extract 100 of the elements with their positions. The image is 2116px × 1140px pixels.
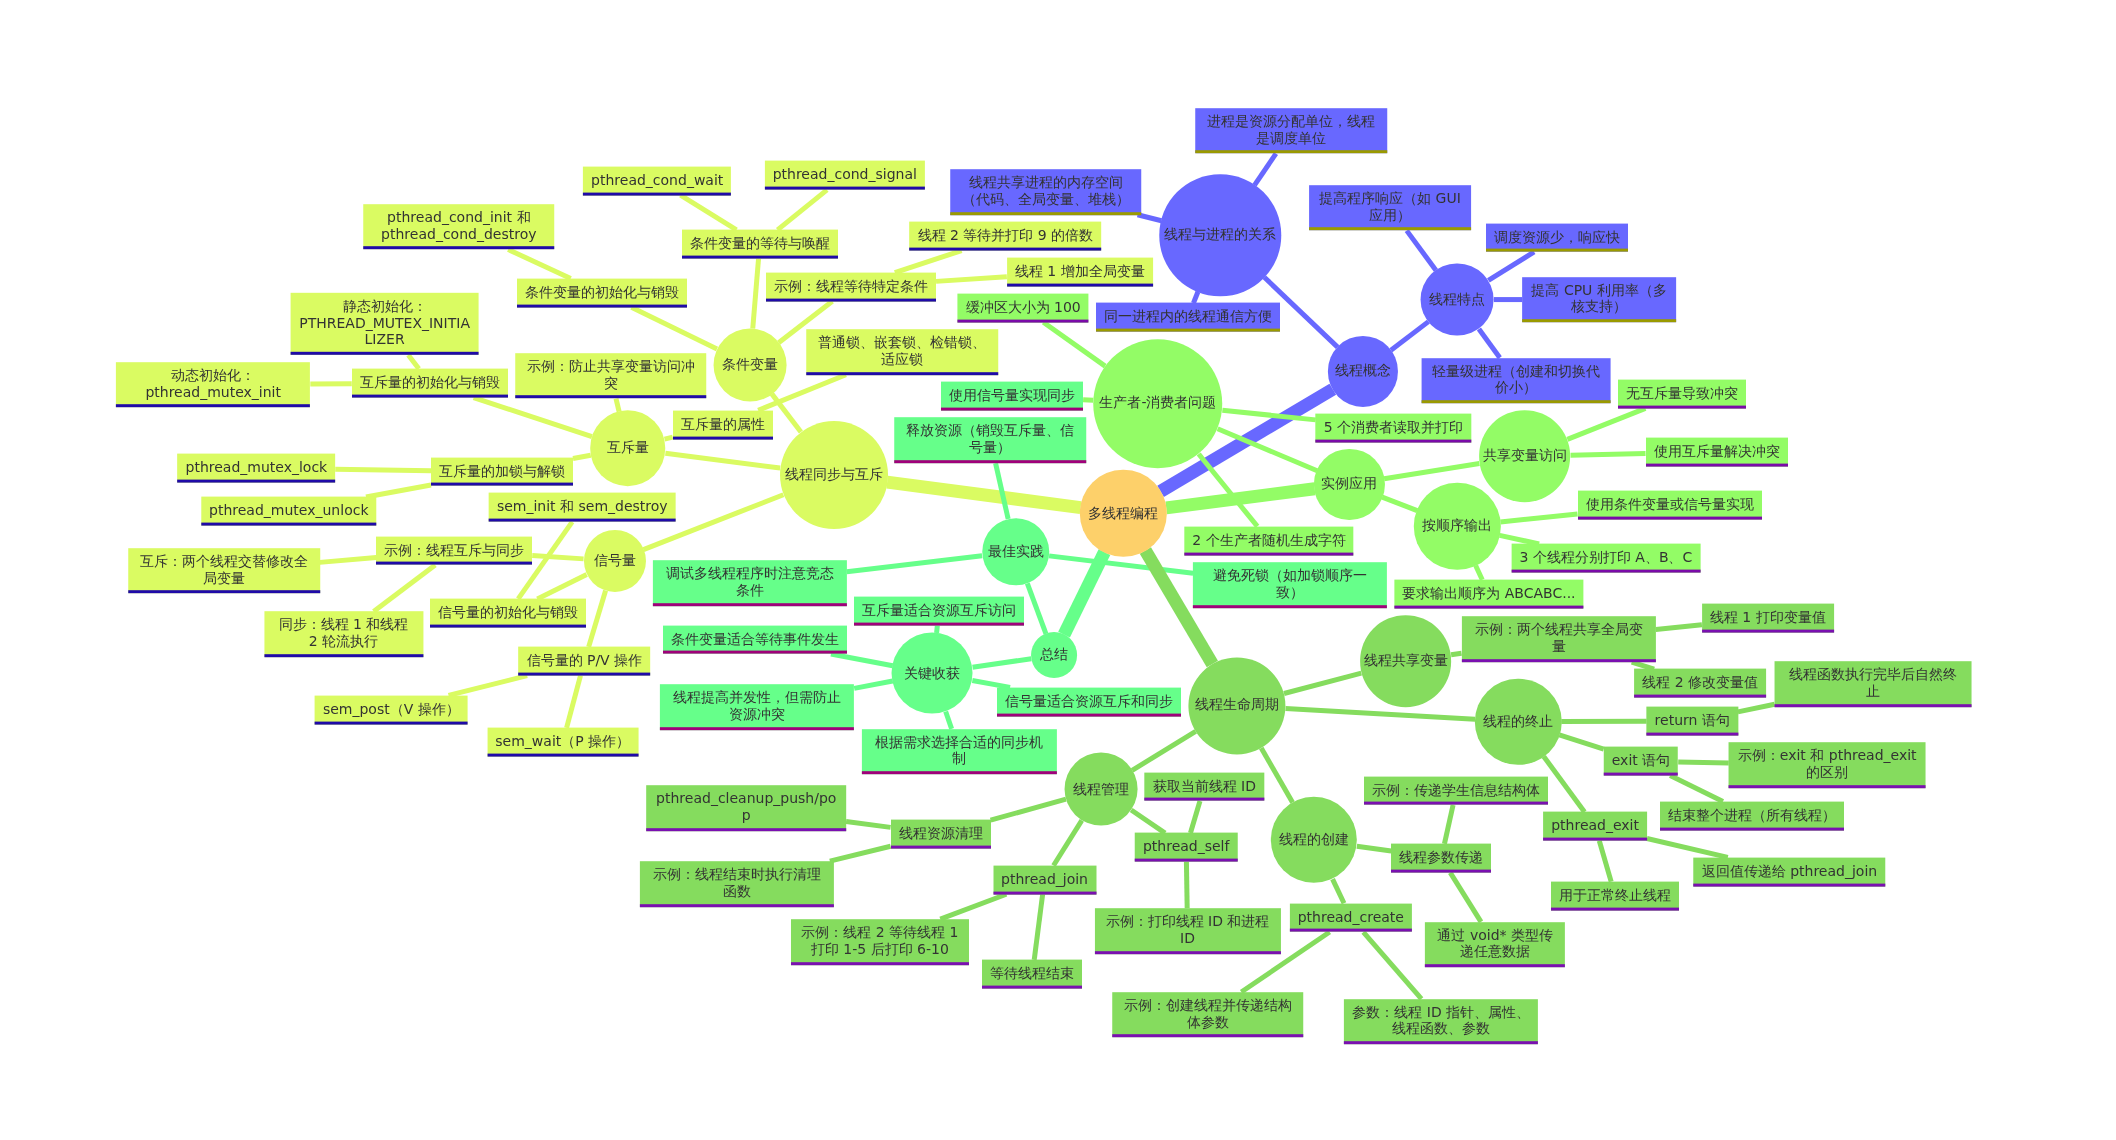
topic-text: 3 个线程分别打印 A、B、C bbox=[1519, 548, 1693, 566]
branch-line bbox=[665, 450, 781, 471]
branch-line bbox=[1024, 582, 1049, 635]
branch-line bbox=[613, 397, 622, 413]
topic-text: 静态初始化：PTHREAD_MUTEX_INITIALIZER bbox=[298, 297, 471, 348]
topic-card bbox=[487, 727, 639, 757]
topic-text: 线程 1 增加全局变量 bbox=[1014, 262, 1145, 280]
topic-card bbox=[1184, 526, 1354, 556]
branch-line bbox=[679, 193, 738, 232]
topic-text: 避免死锁（如加锁顺序一致） bbox=[1212, 567, 1369, 601]
branch-line bbox=[1048, 553, 1194, 576]
topic-text: 互斥量的属性 bbox=[680, 415, 765, 433]
topic-text: 进程是资源分配单位，线程是调度单位 bbox=[1206, 113, 1377, 147]
topic-text: 示例：防止共享变量访问冲突 bbox=[525, 357, 696, 392]
topic-card bbox=[1486, 223, 1629, 252]
branch-line bbox=[406, 353, 421, 371]
branch-line bbox=[1566, 406, 1647, 442]
topic-text: 示例：线程 2 等待线程 1 打印 1-5 后打印 6-10 bbox=[800, 924, 960, 958]
topic-card bbox=[488, 493, 676, 522]
branch-line bbox=[642, 492, 785, 552]
topic-text: 线程 1 打印变量值 bbox=[1709, 608, 1826, 626]
topic-text: 动态初始化：pthread_mutex_init bbox=[144, 366, 282, 401]
topic-text: pthread_mutex_unlock bbox=[209, 502, 369, 519]
branch-line bbox=[1283, 670, 1362, 696]
topic-text: 线程 2 修改变量值 bbox=[1642, 674, 1759, 691]
topic-text: 提高程序响应（如 GUI 应用） bbox=[1318, 190, 1462, 224]
branch-line bbox=[1136, 212, 1163, 224]
topic-card bbox=[1728, 742, 1926, 789]
branch-line bbox=[935, 274, 1008, 284]
branch-line bbox=[1442, 804, 1456, 845]
topic-label: 关键收获 bbox=[904, 664, 961, 683]
branch-line bbox=[1448, 871, 1484, 924]
topic-card bbox=[1425, 921, 1566, 968]
topic-text: pthread_create bbox=[1297, 908, 1404, 926]
topic-text: 要求输出顺序为 ABCABC... bbox=[1402, 584, 1576, 602]
branch-line bbox=[516, 520, 575, 601]
branch-line bbox=[564, 675, 583, 729]
topic-card bbox=[1006, 257, 1153, 287]
topic-circle bbox=[713, 328, 787, 402]
topic-card bbox=[1344, 998, 1539, 1045]
topic-text: return 语句 bbox=[1654, 711, 1730, 729]
branch-line bbox=[1476, 327, 1502, 360]
topic-card bbox=[1660, 801, 1845, 831]
branch-line bbox=[1031, 893, 1046, 961]
topic-circle bbox=[1031, 632, 1077, 679]
branch-line bbox=[993, 462, 1011, 520]
branch-line bbox=[1737, 701, 1776, 715]
topic-card bbox=[1603, 746, 1679, 776]
topic-text: pthread_cond_init 和 pthread_cond_destroy bbox=[380, 208, 538, 243]
topic-label: 条件变量 bbox=[721, 355, 778, 374]
topic-label: 线程管理 bbox=[1073, 780, 1130, 799]
branch-line bbox=[1165, 482, 1316, 515]
topic-card bbox=[764, 161, 925, 190]
topic-text: 参数：线程 ID 指针、属性、线程函数、参数 bbox=[1352, 1003, 1531, 1038]
topic-label: 信号量 bbox=[593, 551, 636, 570]
topic-text: 返回值传递给 pthread_join bbox=[1701, 862, 1878, 880]
topic-label: 实例应用 bbox=[1321, 475, 1378, 494]
topic-text: 线程资源清理 bbox=[898, 824, 983, 842]
topic-card bbox=[1289, 903, 1412, 933]
branch-line bbox=[1356, 843, 1392, 854]
topic-text: pthread_self bbox=[1142, 838, 1230, 855]
topic-label: 线程同步与互斥 bbox=[784, 466, 883, 484]
topic-card bbox=[941, 381, 1084, 411]
topic-card bbox=[672, 410, 773, 440]
topic-card bbox=[1522, 276, 1676, 323]
topic-text: 用于正常终止线程 bbox=[1559, 886, 1672, 904]
topic-card bbox=[363, 203, 555, 250]
topic-text: 示例：线程等待特定条件 bbox=[774, 277, 929, 295]
topic-card bbox=[1511, 543, 1701, 573]
topic-text: exit 语句 bbox=[1611, 751, 1671, 769]
topic-text: 同一进程内的线程通信方便 bbox=[1103, 308, 1272, 325]
topic-text: 条件变量适合等待事件发生 bbox=[670, 630, 839, 648]
branch-line bbox=[830, 651, 894, 669]
topic-card bbox=[957, 293, 1089, 323]
topic-card bbox=[1094, 908, 1281, 954]
branch-line bbox=[1404, 229, 1438, 272]
branch-line bbox=[310, 381, 352, 387]
topic-text: 提高 CPU 利用率（多核支持） bbox=[1530, 281, 1668, 316]
branch-line bbox=[1183, 861, 1190, 909]
branch-line bbox=[1130, 729, 1197, 773]
topic-text: 缓冲区大小为 100 bbox=[965, 298, 1081, 316]
topic-text: 线程 2 等待并打印 9 的倍数 bbox=[917, 226, 1094, 244]
topic-card bbox=[1646, 706, 1738, 736]
topic-card bbox=[646, 785, 847, 832]
topic-card bbox=[790, 919, 969, 965]
topic-card bbox=[430, 598, 587, 628]
topic-card bbox=[1551, 881, 1680, 911]
branch-line bbox=[1500, 511, 1578, 525]
topic-text: 无互斥量导致冲突 bbox=[1625, 384, 1738, 402]
topic-card bbox=[314, 695, 468, 725]
branch-line bbox=[1262, 275, 1340, 349]
topic-card bbox=[890, 819, 991, 849]
branch-line bbox=[1252, 152, 1278, 187]
topic-card bbox=[431, 457, 573, 487]
topic-text: 条件变量的等待与唤醒 bbox=[689, 234, 830, 252]
topic-card bbox=[1634, 669, 1767, 698]
topic-text: sem_wait（P 操作） bbox=[495, 732, 631, 750]
topic-text: 结束整个进程（所有线程） bbox=[1668, 806, 1837, 824]
topic-text: pthread_cond_signal bbox=[772, 166, 917, 183]
topic-label: 多线程编程 bbox=[1088, 504, 1159, 523]
